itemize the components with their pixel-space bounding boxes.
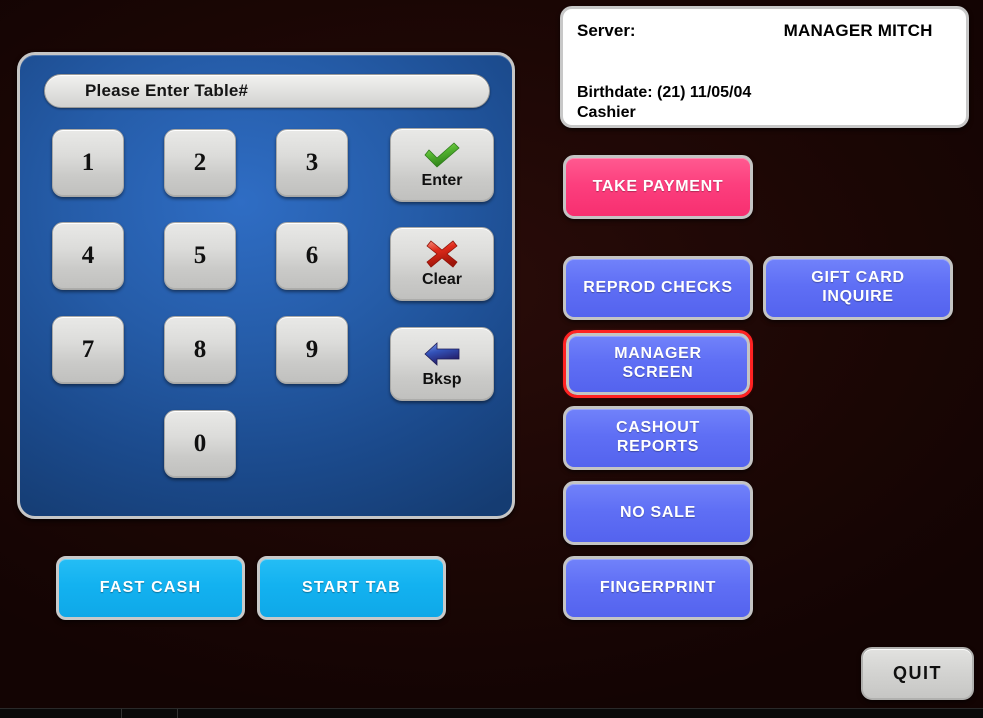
keypad-backspace-label: Bksp <box>422 371 462 388</box>
server-row: Server: MANAGER MITCH <box>577 21 952 41</box>
cashout-reports-label: CASHOUT REPORTS <box>615 419 700 455</box>
manager-screen-label: MANAGER SCREEN <box>614 345 702 381</box>
keypad-key-8[interactable]: 8 <box>164 316 236 384</box>
taskbar-cell-start[interactable] <box>0 709 122 718</box>
taskbar <box>0 708 983 718</box>
keypad-key-0[interactable]: 0 <box>164 410 236 478</box>
keypad-key-9-label: 9 <box>305 336 319 363</box>
server-name: MANAGER MITCH <box>783 21 933 40</box>
reprod-checks-label: REPROD CHECKS <box>583 278 733 296</box>
keypad-key-4[interactable]: 4 <box>52 222 124 290</box>
keypad-clear-label: Clear <box>421 271 463 288</box>
fingerprint-button[interactable]: FINGERPRINT <box>563 556 753 620</box>
quit-label: QUIT <box>893 663 942 683</box>
start-tab-button[interactable]: START TAB <box>257 556 446 620</box>
birthdate-line: Birthdate: (21) 11/05/04 <box>577 84 752 101</box>
quit-button[interactable]: QUIT <box>861 647 974 700</box>
keypad-clear-button[interactable]: Clear <box>390 227 494 301</box>
manager-screen-button[interactable]: MANAGER SCREEN <box>563 330 753 398</box>
keypad-key-1-label: 1 <box>81 149 95 176</box>
take-payment-label: TAKE PAYMENT <box>592 177 724 195</box>
keypad-key-5[interactable]: 5 <box>164 222 236 290</box>
keypad-key-9[interactable]: 9 <box>276 316 348 384</box>
keypad-key-8-label: 8 <box>193 336 207 363</box>
cashout-reports-button[interactable]: CASHOUT REPORTS <box>563 406 753 470</box>
keypad-key-4-label: 4 <box>81 242 95 269</box>
fast-cash-button[interactable]: FAST CASH <box>56 556 245 620</box>
left-arrow-icon <box>423 339 461 369</box>
fast-cash-label: FAST CASH <box>99 579 202 596</box>
table-number-display[interactable]: Please Enter Table# <box>44 74 490 108</box>
reprod-checks-button[interactable]: REPROD CHECKS <box>563 256 753 320</box>
keypad-key-6-label: 6 <box>305 242 319 269</box>
server-info-panel: Server: MANAGER MITCH Birthdate: (21) 11… <box>560 6 969 128</box>
keypad-key-0-label: 0 <box>193 430 207 457</box>
table-number-placeholder: Please Enter Table# <box>85 81 249 100</box>
keypad-panel: Please Enter Table# 1 2 3 <box>17 52 515 519</box>
fingerprint-label: FINGERPRINT <box>599 578 717 596</box>
role-line: Cashier <box>577 104 636 121</box>
keypad-enter-button[interactable]: Enter <box>390 128 494 202</box>
no-sale-label: NO SALE <box>619 503 697 521</box>
server-label: Server: <box>577 21 636 40</box>
green-check-icon <box>422 140 462 170</box>
keypad-key-3-label: 3 <box>305 149 319 176</box>
take-payment-button[interactable]: TAKE PAYMENT <box>563 155 753 219</box>
keypad-enter-label: Enter <box>421 172 463 189</box>
keypad-backspace-button[interactable]: Bksp <box>390 327 494 401</box>
no-sale-button[interactable]: NO SALE <box>563 481 753 545</box>
start-tab-label: START TAB <box>301 579 402 596</box>
keypad-key-7-label: 7 <box>81 336 95 363</box>
keypad-key-1[interactable]: 1 <box>52 129 124 197</box>
keypad-key-2[interactable]: 2 <box>164 129 236 197</box>
keypad-key-7[interactable]: 7 <box>52 316 124 384</box>
keypad-key-6[interactable]: 6 <box>276 222 348 290</box>
red-x-icon <box>425 239 459 269</box>
keypad-key-2-label: 2 <box>193 149 207 176</box>
gift-card-inquire-label: GIFT CARD INQUIRE <box>811 269 905 305</box>
taskbar-cell-rest <box>178 709 983 718</box>
keypad-key-5-label: 5 <box>193 242 207 269</box>
gift-card-inquire-button[interactable]: GIFT CARD INQUIRE <box>763 256 953 320</box>
taskbar-cell-item[interactable] <box>122 709 178 718</box>
keypad-key-3[interactable]: 3 <box>276 129 348 197</box>
